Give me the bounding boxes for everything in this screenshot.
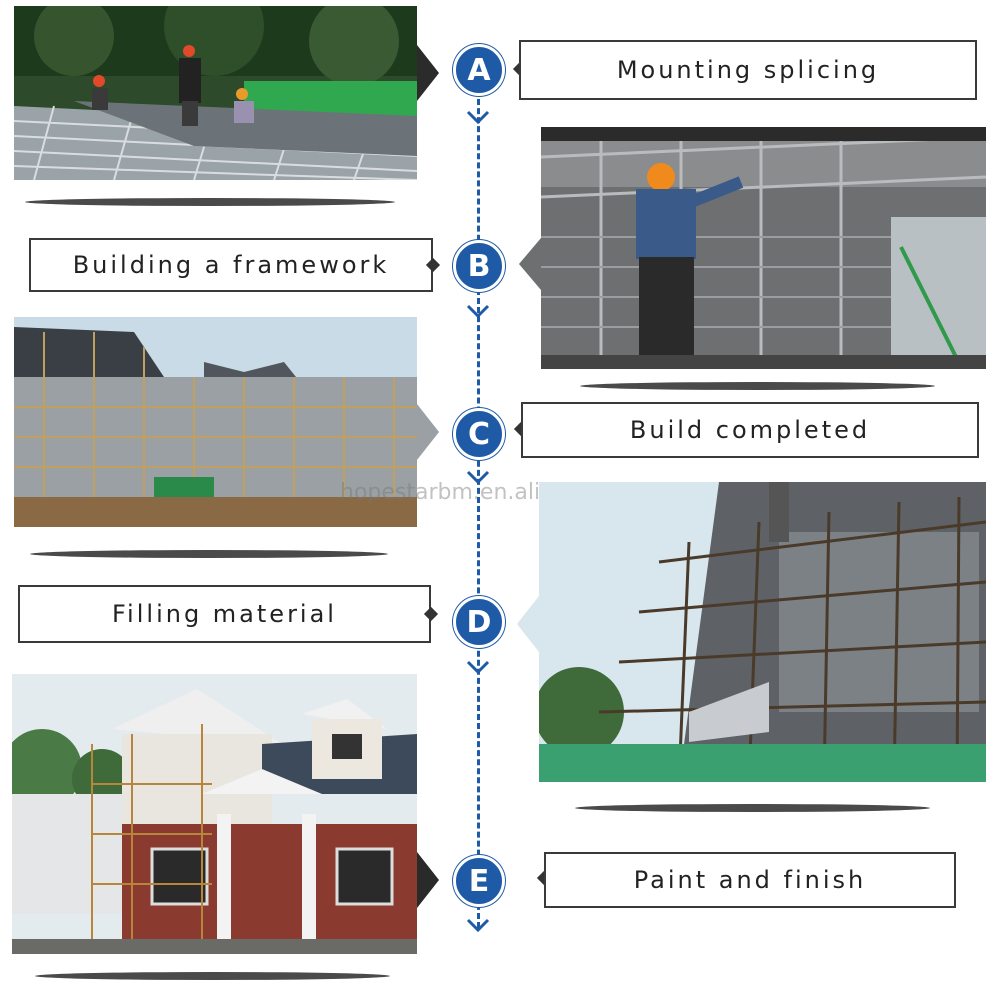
photo-a-shadow — [25, 198, 395, 206]
photo-b-shadow — [580, 382, 935, 390]
photo-c-pointer — [417, 404, 439, 460]
chevron-down-icon — [466, 110, 490, 124]
photo-filling-material — [539, 482, 986, 782]
photo-b-pointer — [519, 238, 541, 290]
photo-mounting-splicing — [14, 6, 417, 180]
photo-d-shadow — [575, 804, 930, 812]
photo-e-shadow — [35, 972, 390, 980]
chevron-down-icon — [466, 304, 490, 318]
step-d-badge: D — [453, 596, 505, 648]
photo-d-pointer — [517, 596, 539, 652]
step-c-label: Build completed — [521, 402, 979, 458]
chevron-down-icon — [466, 470, 490, 484]
chevron-down-icon — [466, 660, 490, 674]
photo-a-pointer — [417, 45, 439, 101]
step-b-label: Building a framework — [29, 238, 433, 292]
step-c-badge: C — [453, 408, 505, 460]
step-e-label: Paint and finish — [544, 852, 956, 908]
timeline-dashed-line — [477, 90, 480, 928]
step-e-badge: E — [453, 855, 505, 907]
step-a-badge: A — [453, 44, 505, 96]
chevron-down-icon — [466, 918, 490, 932]
photo-c-shadow — [30, 550, 388, 558]
photo-paint-and-finish — [12, 674, 417, 954]
photo-building-framework — [541, 127, 986, 369]
step-d-label: Filling material — [18, 585, 431, 643]
photo-e-pointer — [417, 852, 439, 908]
photo-build-completed — [14, 317, 417, 527]
step-a-label: Mounting splicing — [519, 40, 977, 100]
step-b-badge: B — [453, 240, 505, 292]
